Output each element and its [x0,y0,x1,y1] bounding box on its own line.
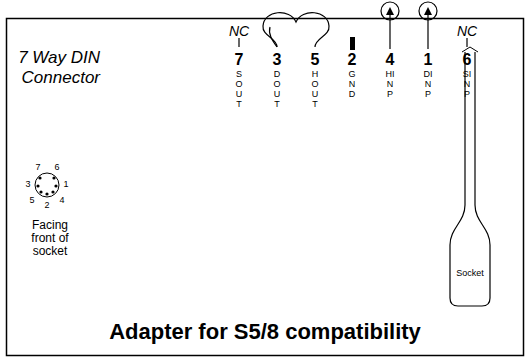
pin-number: 7 [235,52,244,68]
frame [7,19,524,356]
signal-name: GND [348,70,357,100]
plug-body: Socket [454,267,486,280]
no-connect: NC [457,24,477,38]
signal-name: SINP [463,70,472,100]
view-note: Facing front of socket [19,219,81,259]
din-pin-number: 3 [25,180,30,189]
arrowhead [386,7,394,15]
arrowhead [424,7,432,15]
din-pin-number: 7 [35,163,40,172]
pin-number: 6 [463,52,472,68]
pin-number: 2 [348,52,357,68]
signal-name: SOUT [235,70,244,110]
signal-name: HOUT [311,70,320,110]
pin-number: 1 [424,52,433,68]
input-wire [427,12,428,49]
din-socket-icon [35,173,59,197]
nc-tick [466,38,467,47]
connector-name: 7 Way DIN Connector [18,48,100,87]
nc-tick [238,38,239,47]
terminal-circle [419,2,437,20]
din-pin-number: 5 [29,196,34,205]
ground-bar [350,37,355,50]
loopback-wire [269,27,277,47]
signal-name: DOUT [273,70,282,110]
din-pin-number: 2 [44,201,49,210]
din-pin-number: 4 [59,196,64,205]
pin-number: 5 [311,52,320,68]
signal-name: DINP [424,70,433,100]
diagram-title: Adapter for S5/8 compatibility [109,321,421,343]
input-wire [389,12,390,49]
loopback-wire [263,13,329,47]
no-connect: NC [229,24,249,38]
pin-number: 4 [386,52,395,68]
plug-drawing [450,47,490,306]
din-pin-number: 6 [54,163,59,172]
din-pin-number: 1 [63,180,68,189]
signal-name: HINP [386,70,395,100]
terminal-circle [381,2,399,20]
pin-number: 3 [273,52,282,68]
plug-label: Socket [456,269,484,278]
